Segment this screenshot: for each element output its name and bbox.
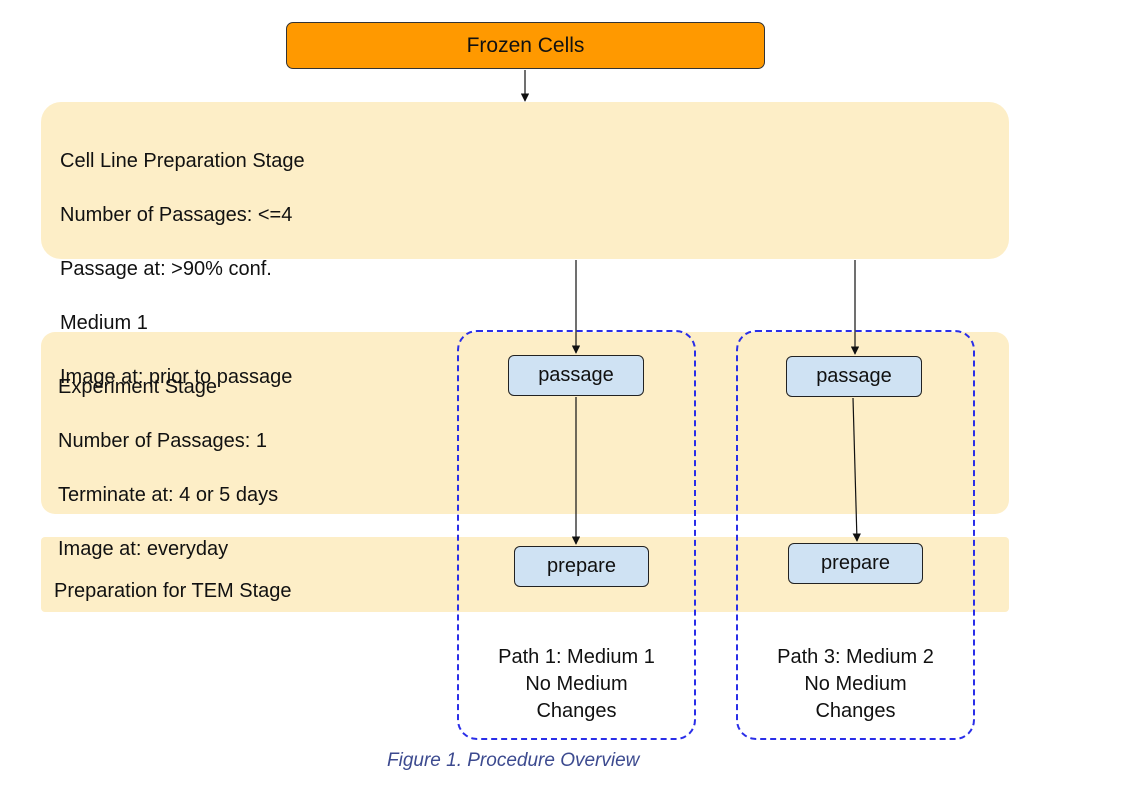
stage-line: Number of Passages: <=4 (60, 204, 293, 226)
stage-line: Passage at: >90% conf. (60, 258, 272, 280)
stage-line: Medium 1 (60, 312, 148, 334)
path-label-line: Changes (815, 700, 896, 722)
passage-label: passage (816, 365, 892, 387)
prepare-label: prepare (547, 555, 616, 577)
passage-label: passage (538, 364, 614, 386)
stage-title: Preparation for TEM Stage (54, 580, 292, 602)
path-3-prepare-node: prepare (788, 543, 923, 584)
stage-line: Number of Passages: 1 (58, 430, 267, 452)
path-3-label: Path 3: Medium 2 No Medium Changes (741, 644, 970, 725)
path-label-line: Changes (536, 700, 617, 722)
stage-cell-line-preparation-text: Cell Line Preparation Stage Number of Pa… (60, 121, 460, 418)
prepare-label: prepare (821, 552, 890, 574)
stage-cell-line-preparation (41, 102, 1009, 259)
arrow-path3-passage-to-prepare (852, 397, 861, 542)
path-label-line: Path 1: Medium 1 (498, 646, 655, 668)
stage-title: Experiment Stage (58, 376, 217, 398)
path-label-line: No Medium (804, 673, 907, 695)
path-1-label: Path 1: Medium 1 No Medium Changes (462, 644, 691, 725)
frozen-cells-label: Frozen Cells (466, 33, 585, 57)
path-label-line: No Medium (525, 673, 628, 695)
path-label-line: Path 3: Medium 2 (777, 646, 934, 668)
path-1-group (457, 330, 696, 740)
stage-preparation-for-tem-text: Preparation for TEM Stage (54, 551, 434, 632)
path-3-passage-node: passage (786, 356, 922, 397)
stage-experiment-text: Experiment Stage Number of Passages: 1 T… (58, 347, 438, 590)
figure-caption: Figure 1. Procedure Overview (387, 750, 640, 771)
frozen-cells-node: Frozen Cells (286, 22, 765, 69)
stage-line: Image at: everyday (58, 538, 229, 560)
path-1-passage-node: passage (508, 355, 644, 396)
path-1-prepare-node: prepare (514, 546, 649, 587)
stage-title: Cell Line Preparation Stage (60, 150, 305, 172)
stage-line: Terminate at: 4 or 5 days (58, 484, 279, 506)
stage-line: Image at: prior to passage (60, 366, 293, 388)
path-3-group (736, 330, 975, 740)
